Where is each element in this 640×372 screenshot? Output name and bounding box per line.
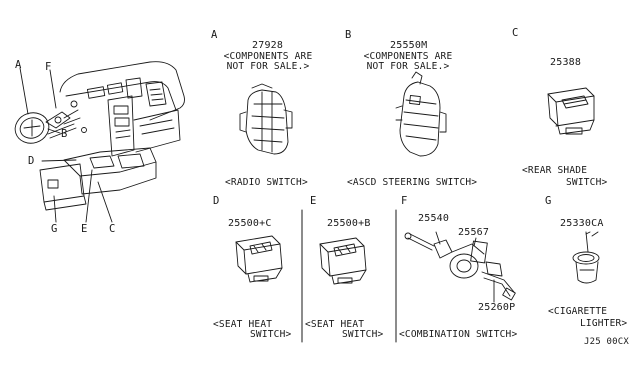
part-number-25330ca: 25330CA (560, 218, 604, 229)
callout-d: D (28, 155, 35, 167)
callout-a: A (15, 59, 22, 71)
note-line-2-b: NOT FOR SALE.> (366, 61, 450, 72)
radio-switch-drawing (239, 83, 293, 155)
caption-combination-switch: <COMBINATION SWITCH> (399, 329, 518, 340)
callout-g: G (51, 223, 58, 235)
cigarette-lighter-drawing (572, 231, 600, 284)
callout-f: F (45, 61, 52, 73)
part-number-25550m: 25550M (390, 40, 428, 51)
caption-seat-heat-d-line-2: SWITCH> (250, 329, 292, 340)
note-line-2-a: NOT FOR SALE.> (226, 61, 310, 72)
callout-c: C (109, 223, 116, 235)
section-letter-a: A (211, 29, 218, 41)
combination-switch-drawing (404, 231, 516, 303)
note-line-1-a: <COMPONENTS ARE (223, 51, 313, 62)
caption-ascd-steering-switch: <ASCD STEERING SWITCH> (347, 177, 478, 188)
part-number-27928: 27928 (252, 40, 284, 51)
section-letter-e: E (310, 195, 317, 207)
caption-cigarette-lighter-line-2: LIGHTER> (580, 318, 628, 329)
part-number-25540: 25540 (418, 213, 450, 224)
caption-seat-heat-d-line-1: <SEAT HEAT (213, 319, 273, 330)
dashboard-overview-drawing (14, 61, 185, 223)
caption-rear-shade-line-2: SWITCH> (566, 177, 608, 188)
seat-heat-switch-e-drawing (319, 237, 367, 285)
caption-seat-heat-e-line-2: SWITCH> (342, 329, 384, 340)
section-letter-f: F (401, 195, 408, 207)
section-letter-g: G (545, 195, 552, 207)
caption-radio-switch: <RADIO SWITCH> (225, 177, 308, 188)
section-letter-d: D (213, 195, 220, 207)
part-number-25260p: 25260P (478, 302, 516, 313)
rear-shade-switch-drawing (547, 87, 595, 135)
seat-heat-switch-d-drawing (235, 235, 283, 283)
section-letter-c: C (512, 27, 519, 39)
callout-e: E (81, 223, 88, 235)
part-number-25500-c: 25500+C (228, 218, 272, 229)
part-number-25388: 25388 (550, 57, 582, 68)
caption-cigarette-lighter-line-1: <CIGARETTE (548, 306, 608, 317)
callout-b: B (61, 128, 68, 140)
part-number-25500-b: 25500+B (327, 218, 371, 229)
caption-rear-shade-line-1: <REAR SHADE (522, 165, 588, 176)
part-number-25567: 25567 (458, 227, 490, 238)
ascd-switch-drawing (395, 71, 447, 157)
section-letter-b: B (345, 29, 352, 41)
note-line-1-b: <COMPONENTS ARE (363, 51, 453, 62)
caption-seat-heat-e-line-1: <SEAT HEAT (305, 319, 365, 330)
diagram-code: J25 00CX (584, 337, 629, 347)
